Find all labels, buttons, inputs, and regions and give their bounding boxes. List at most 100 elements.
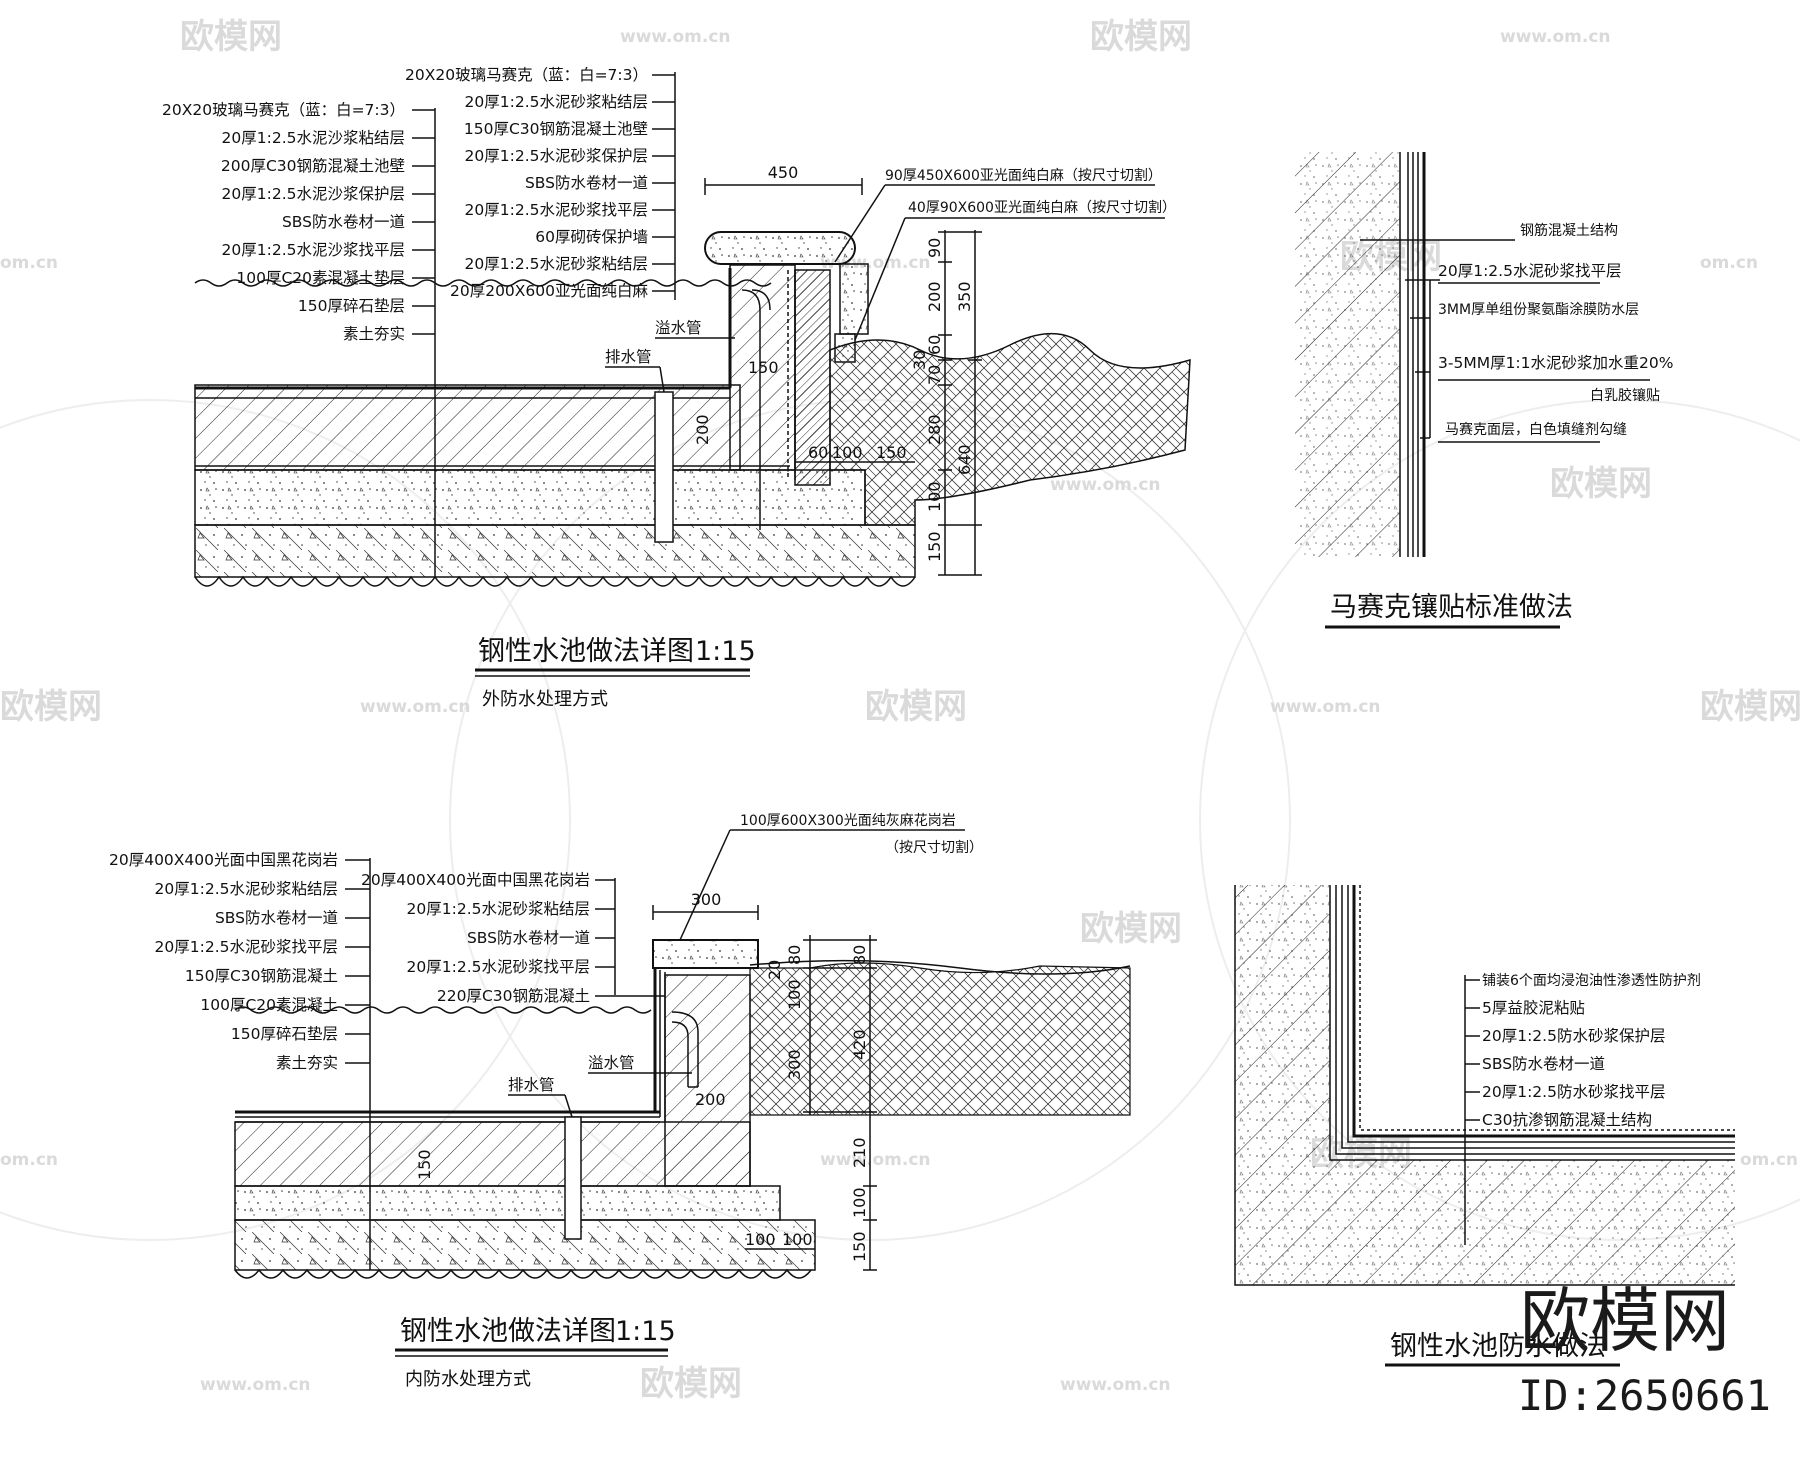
detail-subtitle: 内防水处理方式 xyxy=(405,1369,531,1390)
layer-label: 100厚C20素混凝土垫层 xyxy=(236,269,405,287)
layer-label: 20厚1:2.5防水砂浆找平层 xyxy=(1482,1083,1665,1101)
layer-label: 20厚1:2.5水泥沙浆保护层 xyxy=(222,185,405,203)
layer-label: 20厚1:2.5水泥沙浆粘结层 xyxy=(222,129,405,147)
coping-label-note: （按尺寸切割） xyxy=(885,839,983,856)
layer-label: 20厚1:2.5水泥砂浆找平层 xyxy=(407,958,590,976)
layer-label: 20厚1:2.5水泥砂浆保护层 xyxy=(465,147,648,165)
layer-label: 150厚碎石垫层 xyxy=(298,297,405,315)
detail-title: 钢性水池做法详图 xyxy=(478,636,694,667)
layer-label: 3MM厚单组份聚氨酯涂膜防水层 xyxy=(1438,302,1639,318)
layer-label: 20厚1:2.5水泥砂浆粘结层 xyxy=(465,255,648,273)
coping-label: 40厚90X600亚光面纯白麻（按尺寸切割） xyxy=(908,199,1176,216)
dim-label: 80 xyxy=(785,945,804,965)
watermark-text: 欧模网 xyxy=(1550,464,1652,504)
dim-label: 200 xyxy=(695,1090,726,1109)
watermark-url: www.om.cn xyxy=(360,697,471,717)
layer-label: 20厚1:2.5水泥砂浆粘结层 xyxy=(465,93,648,111)
layer-label: 20X20玻璃马赛克（蓝：白=7:3） xyxy=(162,100,405,119)
dim-label: 150 xyxy=(876,443,907,462)
dim-label: 100 xyxy=(850,1187,869,1218)
dim-label: 200 xyxy=(693,414,712,445)
layer-label: 马赛克面层，白色填缝剂勾缝 xyxy=(1445,421,1627,438)
layer-label: 200厚C30钢筋混凝土池壁 xyxy=(221,157,405,175)
watermark-text: 欧模网 xyxy=(1700,687,1800,727)
watermark-text: 欧模网 xyxy=(1080,909,1182,949)
layer-label: 20厚1:2.5防水砂浆保护层 xyxy=(1482,1027,1665,1045)
layer-label: 20厚1:2.5水泥砂浆粘结层 xyxy=(407,900,590,918)
layer-label: 20厚200X600亚光面纯白麻 xyxy=(450,282,649,300)
dim-label: 100 xyxy=(832,443,863,462)
dim-label: 640 xyxy=(955,444,974,475)
coping-label: 100厚600X300光面纯灰麻花岗岩 xyxy=(740,813,956,829)
detail-mosaic-standard: 钢筋混凝土结构 20厚1:2.5水泥砂浆找平层 3MM厚单组份聚氨酯涂膜防水层 … xyxy=(1295,152,1673,629)
dim-label: 100 xyxy=(785,979,804,1010)
watermark-text: 欧模网 xyxy=(865,687,967,727)
brand-id: ID:2650661 xyxy=(1518,1371,1771,1420)
dim-label: 200 xyxy=(925,281,944,312)
right-label-stack: 20X20玻璃马赛克（蓝：白=7:3） 20厚1:2.5水泥砂浆粘结层 150厚… xyxy=(405,65,648,300)
layer-label: 20厚400X400光面中国黑花岗岩 xyxy=(361,871,590,889)
detail-title: 马赛克镶贴标准做法 xyxy=(1330,592,1573,623)
dim-label: 90 xyxy=(925,238,944,258)
layer-label: 20厚1:2.5水泥砂浆找平层 xyxy=(465,201,648,219)
watermark-text: 欧模网 xyxy=(1090,17,1192,57)
drain-pipe-label: 排水管 xyxy=(508,1076,555,1094)
detail-waterproof-corner: 铺装6个面均浸泡油性渗透性防护剂 5厚益胶泥粘贴 20厚1:2.5防水砂浆保护层… xyxy=(1234,885,1735,1367)
dim-label: 70 xyxy=(925,365,944,385)
dim-label: 30 xyxy=(910,350,929,370)
watermark-url: om.cn xyxy=(0,253,58,273)
layer-label: 220厚C30钢筋混凝土 xyxy=(437,987,590,1005)
left-label-stack: 20厚400X400光面中国黑花岗岩 20厚1:2.5水泥砂浆粘结层 SBS防水… xyxy=(109,851,338,1072)
dim-label: 300 xyxy=(691,890,722,909)
layer-label: 150厚碎石垫层 xyxy=(231,1025,338,1043)
layer-label: SBS防水卷材一道 xyxy=(215,909,338,927)
detail-subtitle: 外防水处理方式 xyxy=(482,689,608,710)
watermark-url: www.om.cn xyxy=(820,1150,931,1170)
detail-title: 钢性水池防水做法 xyxy=(1390,1331,1606,1362)
dim-label: 420 xyxy=(850,1029,869,1060)
dim-label: 450 xyxy=(768,163,799,182)
detail-scale: 1:15 xyxy=(615,1316,676,1347)
watermark-text: 欧模网 xyxy=(0,687,102,727)
dim-label: 100 xyxy=(925,481,944,512)
dim-label: 100 xyxy=(745,1230,776,1249)
detail-internal-waterproof: 20厚400X400光面中国黑花岗岩 20厚1:2.5水泥砂浆粘结层 SBS防水… xyxy=(109,813,1131,1390)
layer-label: C30抗渗钢筋混凝土结构 xyxy=(1482,1111,1652,1129)
layer-label: 钢筋混凝土结构 xyxy=(1520,222,1618,239)
watermark-url: www.om.cn xyxy=(1500,27,1611,47)
watermark-url: om.cn xyxy=(0,1150,58,1170)
detail-title: 钢性水池做法详图 xyxy=(400,1316,616,1347)
mid-label-stack: 20厚400X400光面中国黑花岗岩 20厚1:2.5水泥砂浆粘结层 SBS防水… xyxy=(361,871,590,1005)
watermark-text: 欧模网 xyxy=(180,17,282,57)
dim-label: 210 xyxy=(850,1137,869,1168)
dim-label: 280 xyxy=(925,414,944,445)
dim-label: 80 xyxy=(850,945,869,965)
watermark-text: 欧模网 xyxy=(640,1364,742,1404)
overflow-pipe-label: 溢水管 xyxy=(655,319,702,337)
layer-label: 20X20玻璃马赛克（蓝：白=7:3） xyxy=(405,65,648,84)
detail-scale: 1:15 xyxy=(695,636,756,667)
drain-pipe-label: 排水管 xyxy=(605,348,652,366)
coping-label: 90厚450X600亚光面纯白麻（按尺寸切割） xyxy=(885,167,1162,184)
left-label-stack: 20X20玻璃马赛克（蓝：白=7:3） 20厚1:2.5水泥沙浆粘结层 200厚… xyxy=(162,100,405,343)
layer-label: 60厚砌砖保护墙 xyxy=(535,228,648,246)
layer-label: 150厚C30钢筋混凝土 xyxy=(185,967,338,985)
layer-label: 铺装6个面均浸泡油性渗透性防护剂 xyxy=(1482,973,1701,989)
layer-label: 20厚1:2.5水泥砂浆找平层 xyxy=(155,938,338,956)
layer-label: 20厚1:2.5水泥沙浆找平层 xyxy=(222,241,405,259)
dim-label: 60 xyxy=(925,335,944,355)
dim-label: 150 xyxy=(748,358,779,377)
layer-label: SBS防水卷材一道 xyxy=(282,213,405,231)
dim-label: 100 xyxy=(782,1230,813,1249)
watermark-url: om.cn xyxy=(1700,253,1758,273)
watermark-url: www.om.cn xyxy=(1050,475,1161,495)
watermark-url: www.om.cn xyxy=(620,27,731,47)
layer-label: SBS防水卷材一道 xyxy=(525,174,648,192)
layer-label: 素土夯实 xyxy=(343,325,405,343)
layer-label: SBS防水卷材一道 xyxy=(467,929,590,947)
brand-logo-text: 欧模网 xyxy=(1520,1280,1730,1362)
detail-external-waterproof: 20X20玻璃马赛克（蓝：白=7:3） 20厚1:2.5水泥沙浆粘结层 200厚… xyxy=(162,65,1191,710)
watermark-url: www.om.cn xyxy=(200,1375,311,1395)
layer-label: 3-5MM厚1:1水泥砂浆加水重20% xyxy=(1438,354,1673,372)
